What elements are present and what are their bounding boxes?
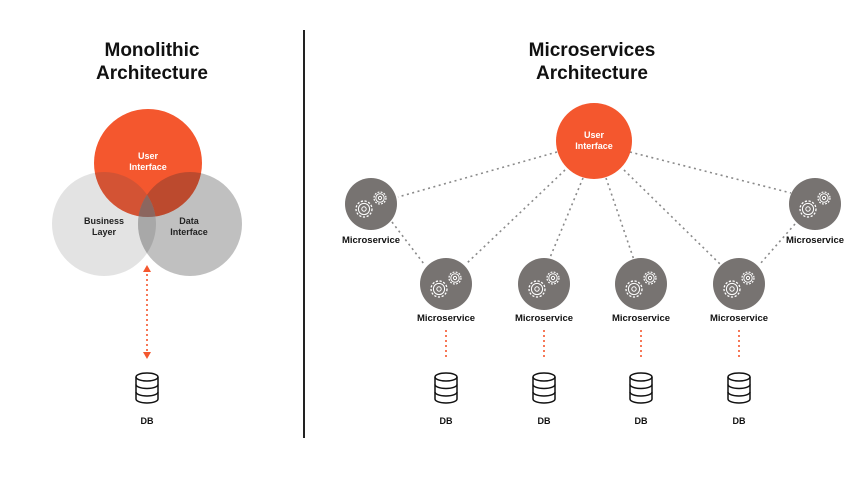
database-icon xyxy=(532,372,556,404)
database-icon xyxy=(629,372,653,404)
data-label-line1: Data xyxy=(179,216,200,226)
micro-user-interface-circle xyxy=(556,103,632,179)
data-label-line2: Interface xyxy=(170,227,208,237)
micro-ui-label-line2: Interface xyxy=(575,141,613,151)
ui-label-line1: User xyxy=(138,151,159,161)
service-connectors xyxy=(391,151,796,265)
microservice-node: Microservice xyxy=(342,178,400,246)
microservice-node: Microservice xyxy=(612,258,670,324)
database-icon xyxy=(135,372,159,404)
business-label-line1: Business xyxy=(84,216,124,226)
monolith-title-line2: Architecture xyxy=(96,63,208,84)
db-label: DB xyxy=(538,416,551,426)
database-icon xyxy=(727,372,751,404)
monolith-title-line1: Monolithic xyxy=(105,40,200,61)
micro-ui-label-line1: User xyxy=(584,130,605,140)
microservice-label: Microservice xyxy=(342,235,400,246)
ui-label-line2: Interface xyxy=(129,162,167,172)
database-icon xyxy=(434,372,458,404)
microservice-node: Microservice xyxy=(515,258,573,324)
business-label-line2: Layer xyxy=(92,227,117,237)
microservice-node: Microservice xyxy=(417,258,475,324)
db-label: DB xyxy=(635,416,648,426)
microservice-label: Microservice xyxy=(786,235,844,246)
db-label: DB xyxy=(733,416,746,426)
microservice-label: Microservice xyxy=(515,313,573,324)
monolith-db-label: DB xyxy=(141,416,154,426)
db-connectors xyxy=(445,330,740,360)
microservice-label: Microservice xyxy=(612,313,670,324)
microservice-label: Microservice xyxy=(417,313,475,324)
monolith-db-connector xyxy=(143,265,151,359)
micro-title-line1: Microservices xyxy=(529,40,656,61)
microservice-node: Microservice xyxy=(786,178,844,246)
venn-overlaps xyxy=(94,172,202,276)
db-label: DB xyxy=(440,416,453,426)
microservice-node: Microservice xyxy=(710,258,768,324)
microservice-label: Microservice xyxy=(710,313,768,324)
micro-title-line2: Architecture xyxy=(536,63,648,84)
